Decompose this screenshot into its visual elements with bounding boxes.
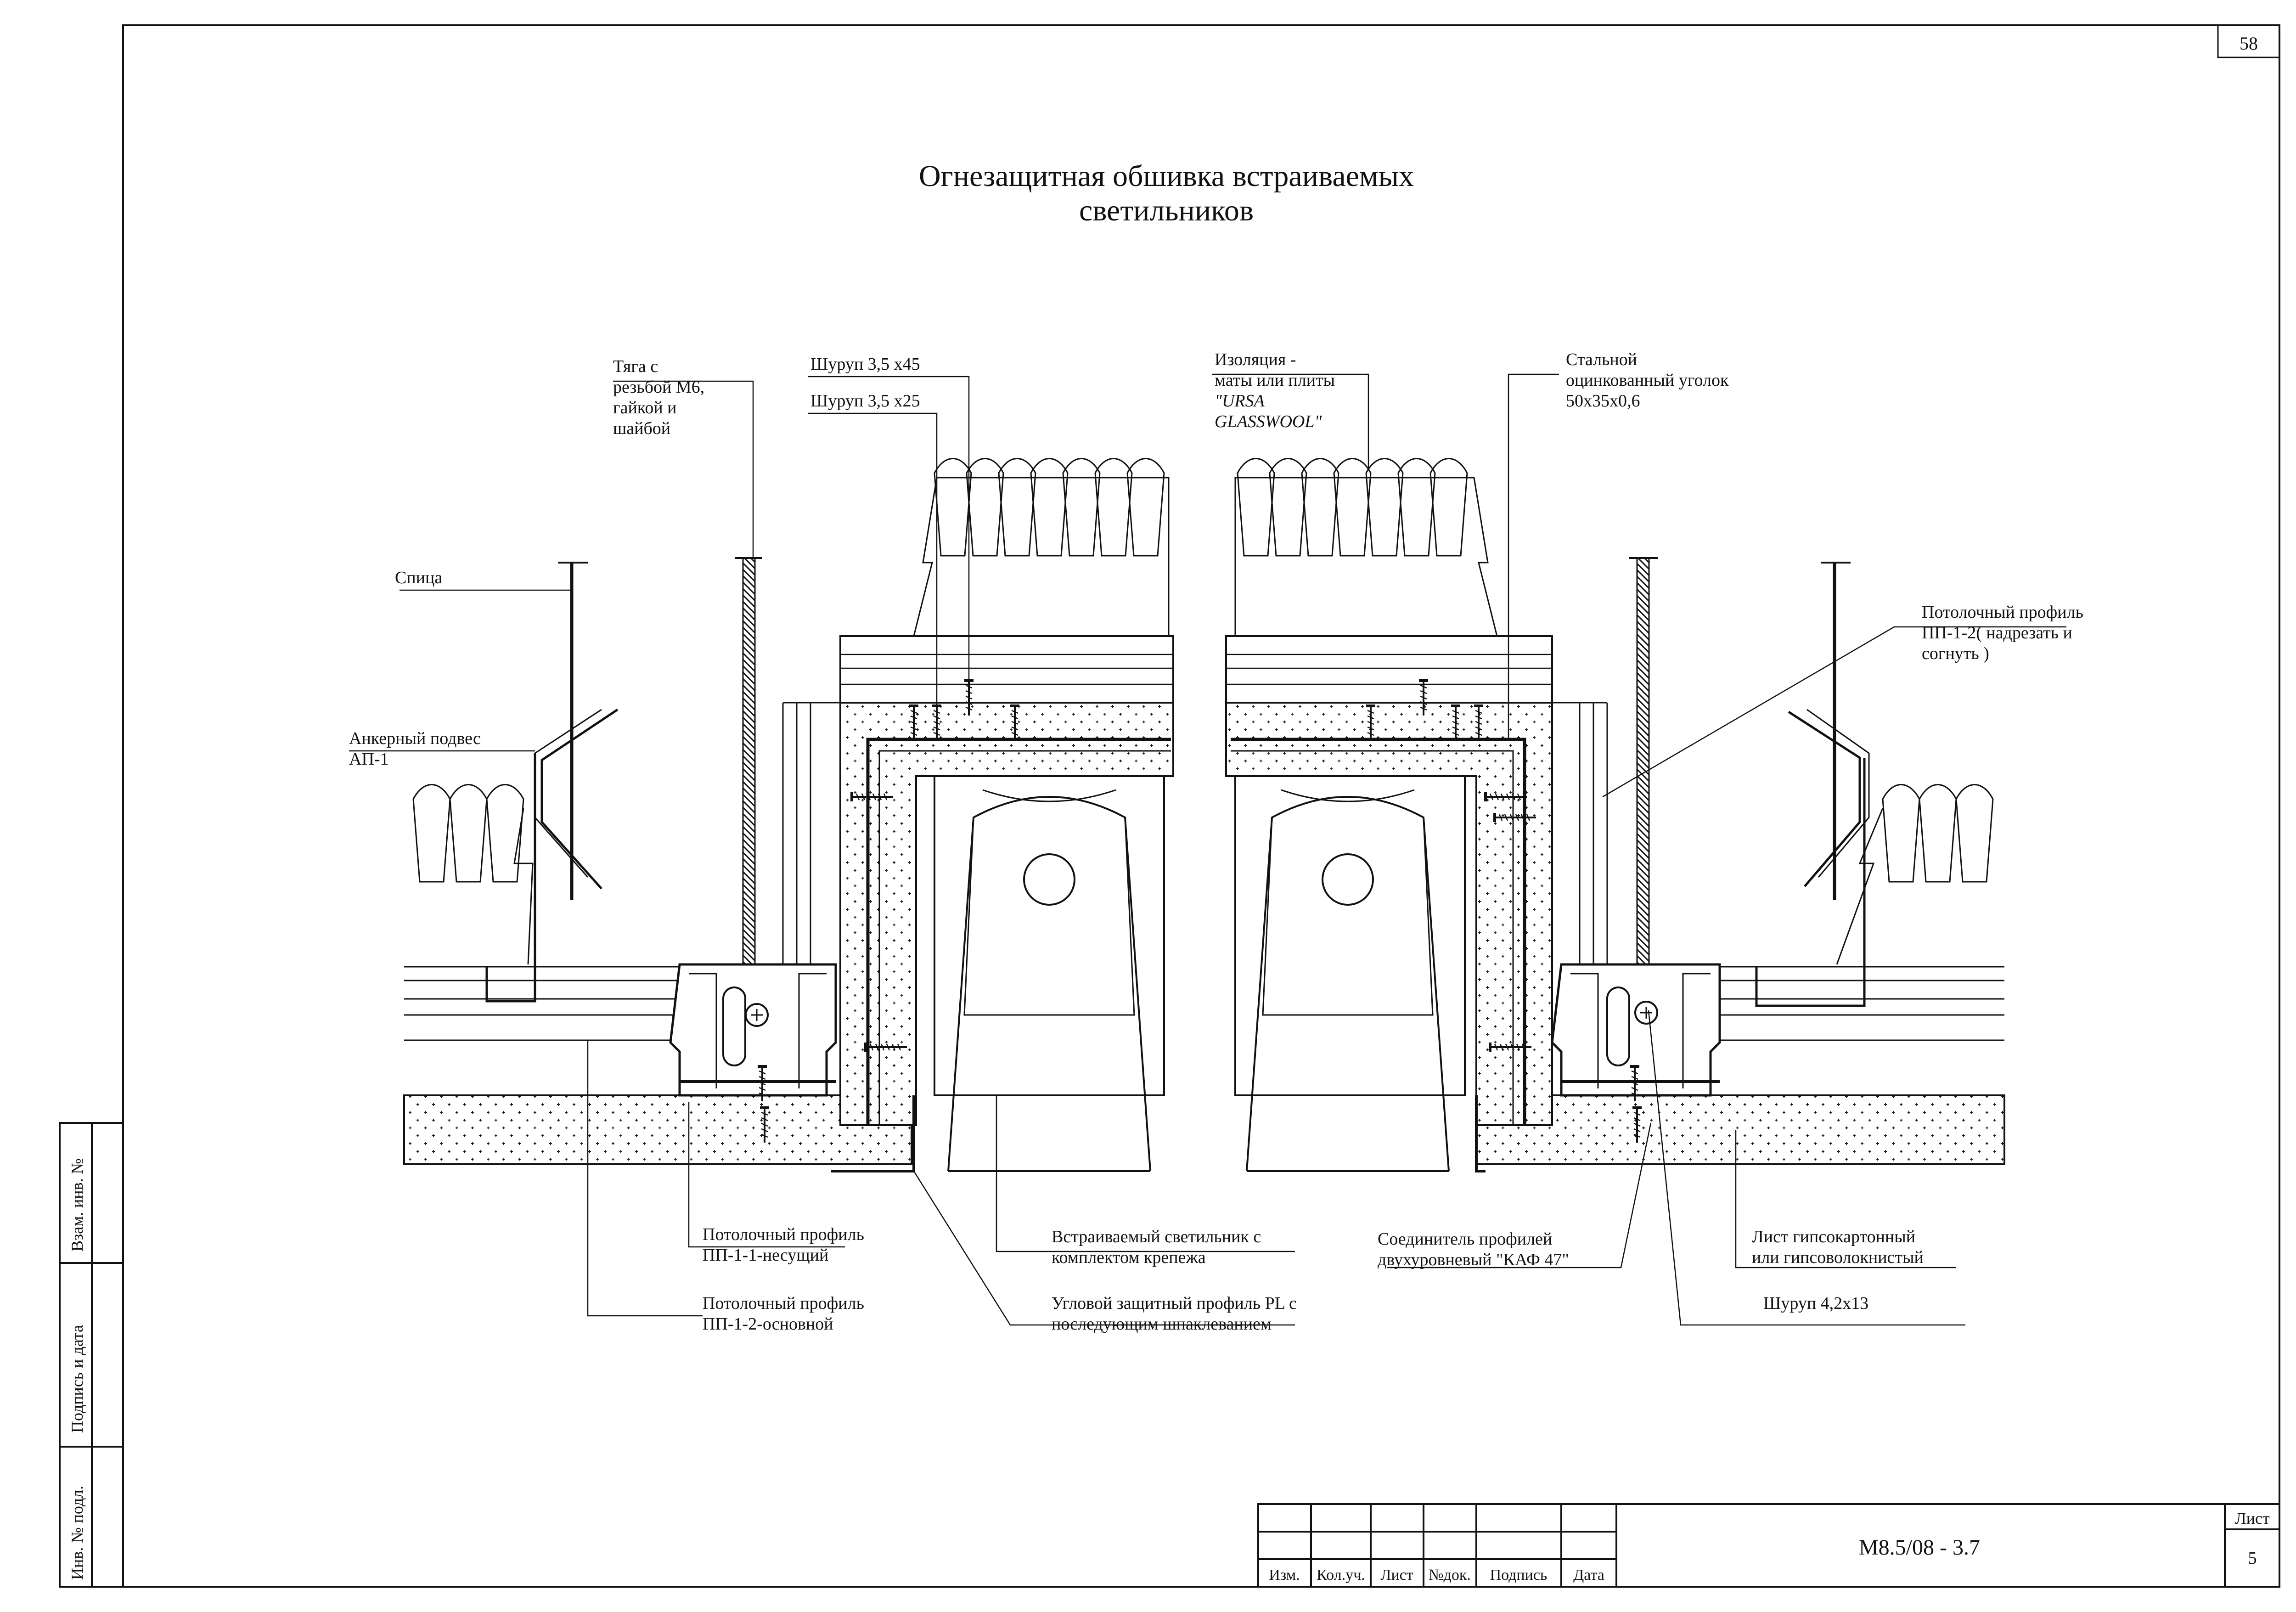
label-ceiling-cut-1: Потолочный профиль: [1922, 603, 2083, 622]
label-corner-2: последующим шпаклеванием: [1052, 1314, 1272, 1334]
tb-sheet-label: Лист: [2235, 1509, 2270, 1527]
label-corner-1: Угловой защитный профиль PL с: [1052, 1294, 1297, 1313]
stamp-sign-date: Подпись и дата: [68, 1325, 86, 1433]
threaded-rod-left: [742, 557, 756, 993]
drawing-title-line1: Огнезащитная обшивка встраиваемых: [919, 159, 1414, 193]
label-screw42: Шуруп 4,2х13: [1763, 1294, 1868, 1313]
tb-col-kol: Кол.уч.: [1317, 1567, 1365, 1584]
fire-cladding-left: [839, 702, 1174, 1126]
label-rod-1: Тяга с: [613, 357, 658, 376]
side-stamp: [59, 1122, 124, 1588]
luminaire-left: [934, 775, 1165, 1172]
label-rod-3: гайкой и: [613, 398, 677, 417]
label-gypsum-2: или гипсоволокнистый: [1752, 1248, 1924, 1267]
label-gypsum-1: Лист гипсокартонный: [1752, 1227, 1915, 1246]
label-screw25: Шуруп 3,5 х25: [810, 391, 920, 411]
label-bearing-1: Потолочный профиль: [703, 1225, 864, 1244]
leader-lines: [349, 373, 2066, 1326]
label-rod-2: резьбой М6,: [613, 378, 704, 397]
tb-col-date: Дата: [1573, 1567, 1604, 1584]
page-number-box: [2217, 24, 2280, 58]
threaded-rod-right: [1636, 557, 1650, 993]
tb-col-izm: Изм.: [1269, 1567, 1300, 1584]
sheet-frame: [122, 24, 2280, 1588]
label-steel-angle-2: оцинкованный уголок: [1566, 371, 1729, 390]
label-luminaire-2: комплектом крепежа: [1052, 1248, 1206, 1267]
label-insulation-3: "URSA: [1215, 391, 1265, 411]
section-drawing: [403, 458, 2005, 1172]
label-ceiling-cut-3: согнуть ): [1922, 644, 1989, 663]
label-main-1: Потолочный профиль: [703, 1294, 864, 1313]
stamp-inv-no-repl: Взам. инв. №: [68, 1158, 86, 1251]
gypsum-sheet-left: [403, 1094, 912, 1165]
label-rod-4: шайбой: [613, 419, 670, 438]
tb-col-sign: Подпись: [1490, 1567, 1548, 1584]
tb-col-doc: №док.: [1429, 1567, 1471, 1584]
stamp-inv-no-orig: Инв. № подл.: [68, 1486, 86, 1580]
insulation-left: [913, 458, 1170, 637]
insulation-far-left: [412, 784, 534, 965]
page-number: 58: [2240, 33, 2258, 54]
label-connector-1: Соединитель профилей: [1378, 1229, 1552, 1249]
tb-doc-code: М8.5/08 - 3.7: [1859, 1535, 1980, 1560]
luminaire-right: [1234, 775, 1466, 1172]
label-spoke: Спица: [395, 568, 442, 587]
label-connector-2: двухуровневый "КАФ 47": [1378, 1250, 1569, 1269]
label-bearing-2: ПП-1-1-несущий: [703, 1246, 828, 1265]
top-board-right: [1225, 635, 1553, 704]
insulation-right: [1234, 458, 1498, 637]
label-insulation-1: Изоляция -: [1215, 350, 1296, 369]
label-anchor-1: Анкерный подвес: [349, 729, 481, 748]
label-anchor-2: АП-1: [349, 750, 389, 769]
drawing-title-line2: светильников: [1079, 194, 1254, 227]
bearing-profile-right: [1551, 963, 1721, 1097]
label-screw45: Шуруп 3,5 х45: [810, 355, 920, 374]
top-board-left: [839, 635, 1174, 704]
insulation-far-right: [1836, 784, 1994, 965]
callout-labels: Тяга с резьбой М6, гайкой и шайбой Шуруп…: [349, 350, 2083, 1334]
tb-sheet-no: 5: [2248, 1549, 2257, 1568]
label-luminaire-1: Встраиваемый светильник с: [1052, 1227, 1261, 1246]
label-steel-angle-1: Стальной: [1566, 350, 1637, 369]
label-main-2: ПП-1-2-основной: [703, 1314, 833, 1334]
label-steel-angle-3: 50х35х0,6: [1566, 391, 1640, 411]
tb-col-list: Лист: [1380, 1567, 1413, 1584]
label-ceiling-cut-2: ПП-1-2( надрезать и: [1922, 623, 2072, 643]
label-insulation-2: маты или плиты: [1215, 371, 1335, 390]
label-insulation-4: GLASSWOOL": [1215, 412, 1322, 431]
title-block: [1257, 1503, 2280, 1588]
bearing-profile-left: [669, 963, 837, 1097]
gypsum-sheet-right: [1475, 1094, 2005, 1165]
